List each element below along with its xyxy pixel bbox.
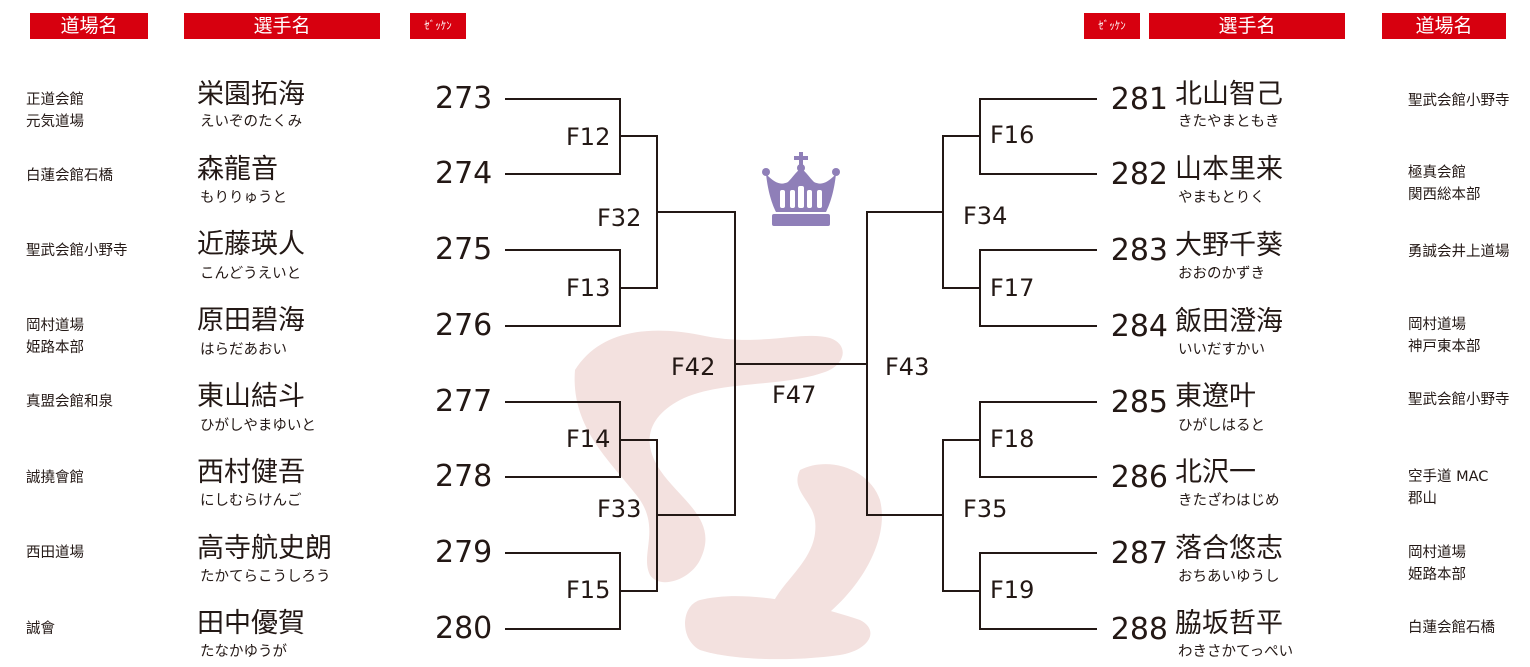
- header-right-dojo: 道場名: [1382, 13, 1506, 39]
- match-label-f43: F43: [885, 353, 930, 381]
- right-zekken: 283: [1110, 233, 1168, 268]
- right-zekken: 288: [1110, 612, 1168, 647]
- right-player-name: 落合悠志: [1175, 533, 1283, 564]
- right-player-kana: おちあいゆうし: [1178, 569, 1280, 585]
- match-label-f15: F15: [566, 576, 611, 604]
- right-dojo: 聖武会館小野寺: [1408, 392, 1510, 408]
- left-zekken: 274: [435, 156, 493, 191]
- left-player-kana: はらだあおい: [200, 342, 287, 358]
- right-zekken: 286: [1110, 460, 1168, 495]
- left-dojo: 西田道場: [26, 545, 84, 561]
- match-label-f34: F34: [963, 202, 1008, 230]
- left-player-name: 原田碧海: [197, 305, 305, 336]
- header-left-player: 選手名: [184, 13, 380, 39]
- left-player-kana: にしむらけんご: [200, 493, 302, 509]
- match-label-f42: F42: [671, 353, 716, 381]
- right-player-name: 脇坂哲平: [1175, 608, 1283, 639]
- right-player-kana: やまもとりく: [1178, 190, 1265, 206]
- right-zekken: 285: [1110, 385, 1168, 420]
- match-label-f32: F32: [597, 204, 642, 232]
- left-player-kana: たかてらこうしろう: [200, 569, 331, 585]
- right-dojo: 聖武会館小野寺: [1408, 93, 1510, 109]
- left-player-name: 近藤瑛人: [197, 229, 305, 260]
- left-dojo: 岡村道場 姫路本部: [26, 318, 84, 356]
- left-zekken: 277: [435, 384, 493, 419]
- right-player-name: 大野千葵: [1175, 230, 1283, 261]
- right-player-name: 飯田澄海: [1175, 306, 1283, 337]
- left-dojo: 誠會: [26, 621, 55, 637]
- header-right-player: 選手名: [1149, 13, 1345, 39]
- left-player-kana: こんどうえいと: [200, 266, 302, 282]
- left-player-kana: もりりゅうと: [200, 190, 287, 206]
- right-player-kana: きたやまともき: [1178, 114, 1280, 130]
- right-dojo: 極真会館 関西総本部: [1408, 165, 1481, 203]
- match-label-f12: F12: [566, 123, 611, 151]
- right-player-name: 北沢一: [1175, 457, 1256, 488]
- right-dojo: 白蓮会館石橋: [1408, 620, 1495, 636]
- header-left-dojo: 道場名: [30, 13, 148, 39]
- header-left-zekken: ｾﾞｯｹﾝ: [410, 13, 466, 39]
- right-dojo: 空手道 MAC 郡山: [1408, 469, 1489, 507]
- left-dojo: 真盟会館和泉: [26, 394, 113, 410]
- right-zekken: 284: [1110, 309, 1168, 344]
- match-label-f13: F13: [566, 274, 611, 302]
- left-player-kana: たなかゆうが: [200, 644, 287, 660]
- match-label-f18: F18: [990, 425, 1035, 453]
- left-zekken: 275: [435, 232, 493, 267]
- left-player-name: 東山結斗: [197, 381, 305, 412]
- right-dojo: 岡村道場 神戸東本部: [1408, 317, 1481, 355]
- left-player-name: 高寺航史朗: [197, 533, 332, 564]
- right-zekken: 287: [1110, 536, 1168, 571]
- right-player-name: 山本里来: [1175, 154, 1283, 185]
- left-player-name: 西村健吾: [197, 457, 305, 488]
- match-label-f16: F16: [990, 121, 1035, 149]
- left-zekken: 276: [435, 308, 493, 343]
- left-dojo: 白蓮会館石橋: [26, 168, 113, 184]
- right-player-name: 北山智己: [1175, 79, 1283, 110]
- left-dojo: 聖武会館小野寺: [26, 243, 128, 259]
- match-label-f14: F14: [566, 425, 611, 453]
- match-label-f47: F47: [772, 381, 817, 409]
- left-player-name: 栄園拓海: [197, 79, 305, 110]
- right-zekken: 282: [1110, 157, 1168, 192]
- left-zekken: 280: [435, 611, 493, 646]
- left-zekken: 278: [435, 459, 493, 494]
- left-player-kana: えいぞのたくみ: [200, 114, 303, 130]
- right-player-kana: ひがしはると: [1178, 418, 1265, 434]
- left-zekken: 273: [435, 81, 493, 116]
- match-label-f35: F35: [963, 495, 1008, 523]
- crown-icon: [762, 152, 840, 226]
- right-player-kana: おおのかずき: [1178, 266, 1265, 282]
- left-zekken: 279: [435, 535, 493, 570]
- right-player-kana: わきさかてっぺい: [1178, 644, 1294, 660]
- match-label-f17: F17: [990, 274, 1035, 302]
- header-right-zekken: ｾﾞｯｹﾝ: [1084, 13, 1140, 39]
- right-player-name: 東遼叶: [1175, 381, 1256, 412]
- right-player-kana: いいだすかい: [1178, 342, 1265, 358]
- left-player-name: 田中優賀: [197, 608, 305, 639]
- right-zekken: 281: [1110, 82, 1168, 117]
- right-player-kana: きたざわはじめ: [1178, 493, 1280, 509]
- right-dojo: 岡村道場 姫路本部: [1408, 545, 1466, 583]
- left-dojo: 正道会館 元気道場: [26, 92, 84, 130]
- left-player-kana: ひがしやまゆいと: [200, 418, 316, 434]
- left-dojo: 誠撓會館: [26, 470, 84, 486]
- match-label-f33: F33: [597, 495, 642, 523]
- match-label-f19: F19: [990, 576, 1035, 604]
- left-player-name: 森龍音: [197, 154, 278, 185]
- right-dojo: 勇誠会井上道場: [1408, 244, 1510, 260]
